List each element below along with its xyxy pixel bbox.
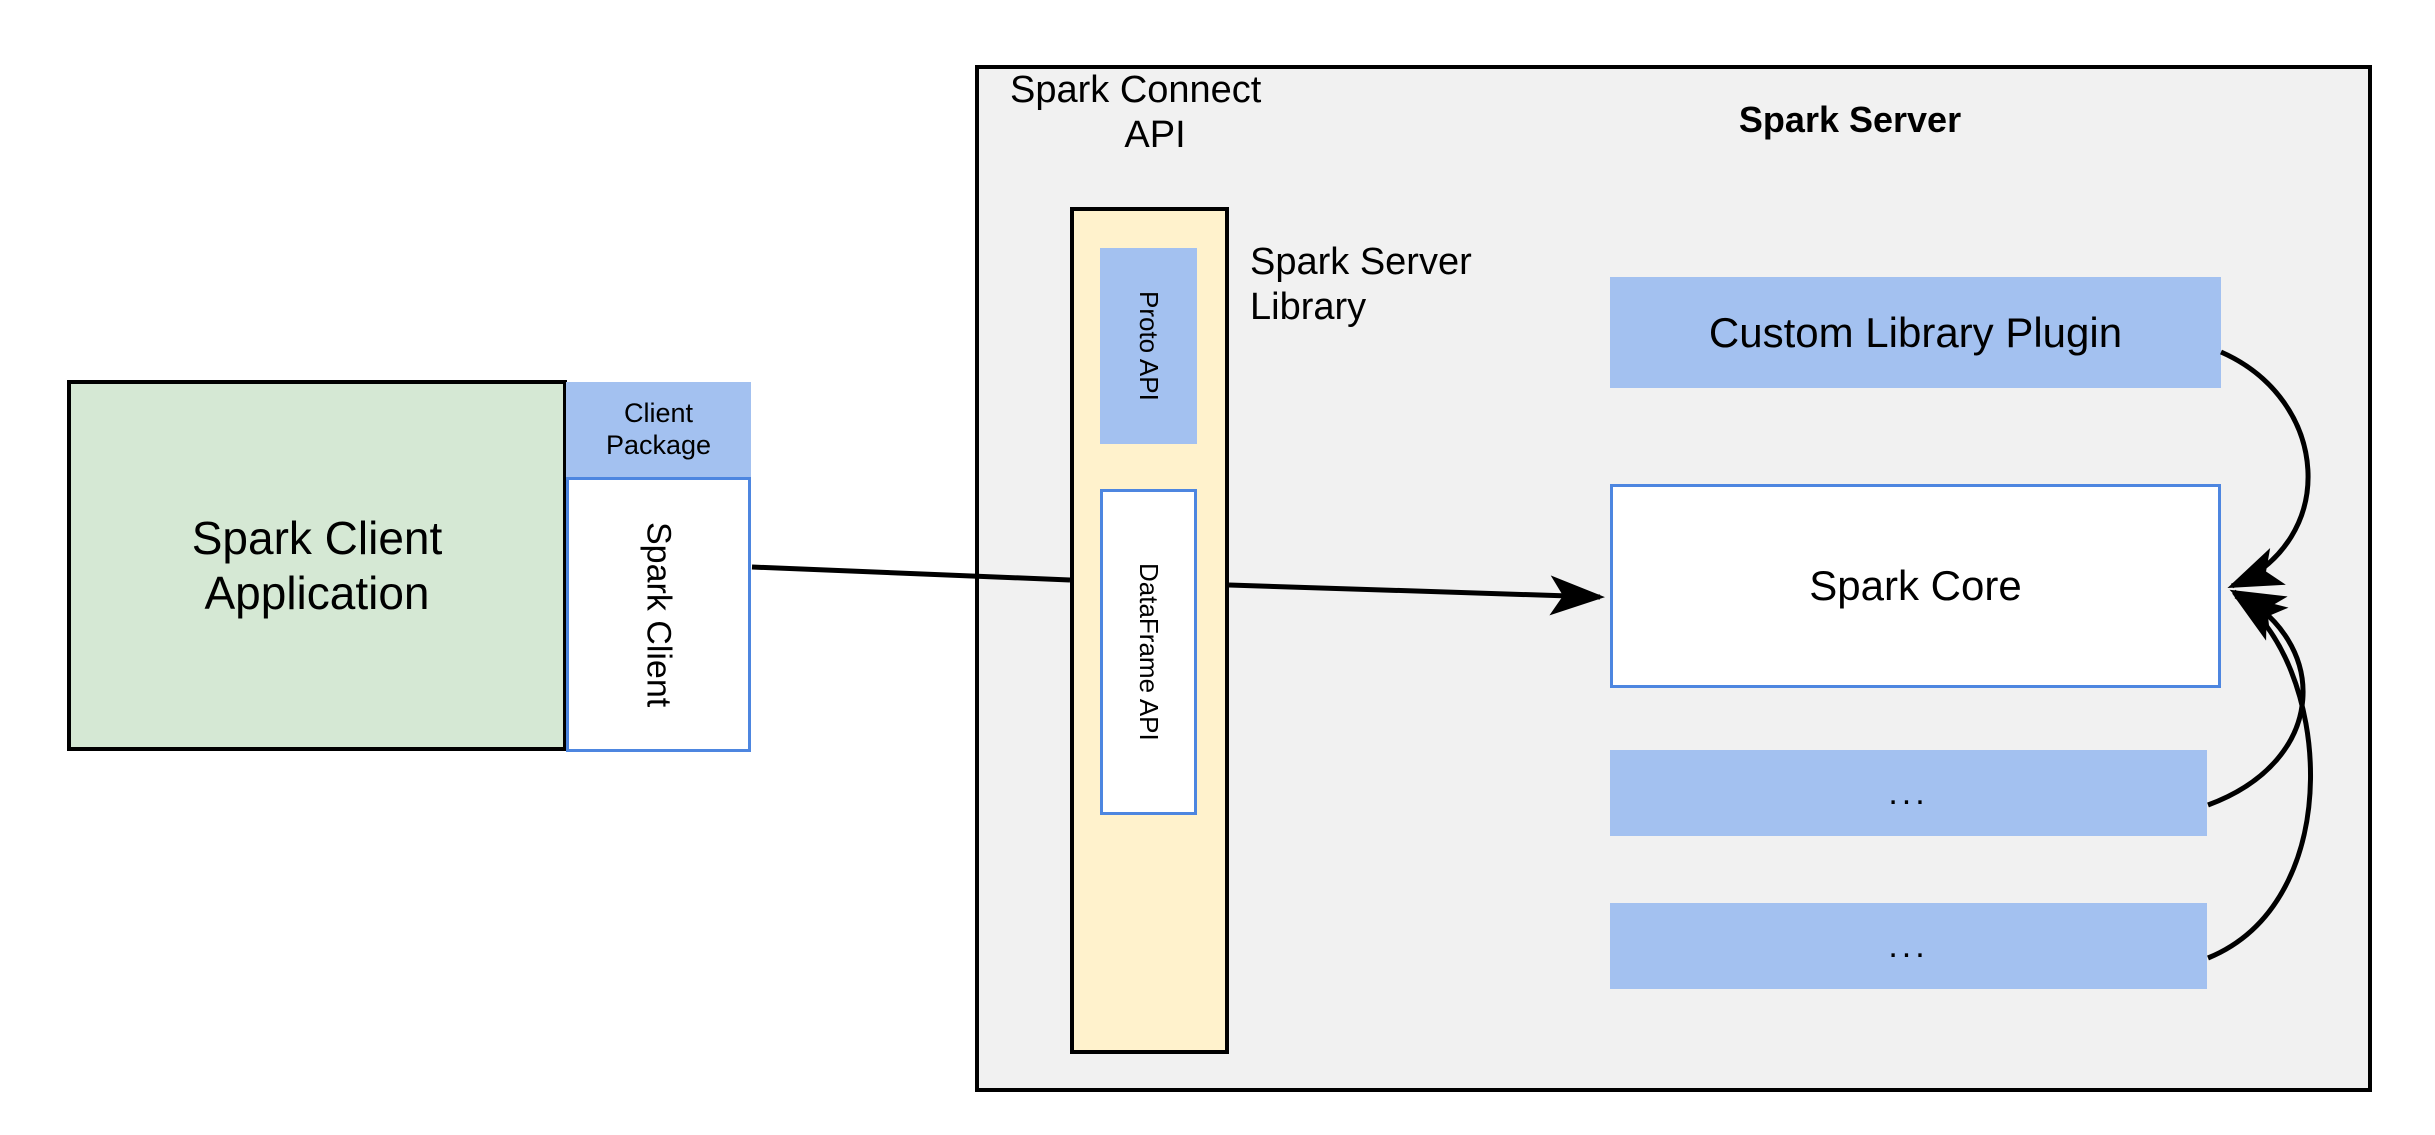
proto-api-box: Proto API: [1100, 248, 1197, 444]
ellipsis-box-2: ...: [1610, 903, 2207, 989]
ellipsis-box-1: ...: [1610, 750, 2207, 836]
proto-api-label: Proto API: [1133, 291, 1164, 401]
spark-client-application-line2: Application: [204, 566, 430, 619]
spark-connect-api-label-line1: Spark Connect: [1010, 69, 1262, 112]
spark-server-library-label-line2: Library: [1250, 286, 1367, 328]
client-package-box: Client Package: [566, 382, 751, 478]
spark-server-library-label: Spark Server Library: [1250, 240, 1540, 330]
dataframe-api-label: DataFrame API: [1133, 563, 1164, 741]
spark-core-box: Spark Core: [1610, 484, 2221, 688]
custom-library-plugin-box: Custom Library Plugin: [1610, 277, 2221, 388]
spark-client-application-line1: Spark Client: [191, 512, 443, 565]
dataframe-api-box: DataFrame API: [1100, 489, 1197, 815]
client-package-line1: Client: [623, 398, 693, 429]
spark-core-label: Spark Core: [1809, 562, 2022, 610]
spark-client-label: Spark Client: [639, 521, 678, 708]
ellipsis-box-1-label: ...: [1888, 773, 1929, 812]
spark-connect-api-label-line2: API: [1124, 114, 1186, 156]
custom-library-plugin-label: Custom Library Plugin: [1708, 308, 2123, 356]
spark-server-library-label-line1: Spark Server: [1250, 241, 1472, 284]
client-package-label: Client Package: [606, 398, 711, 462]
spark-client-application-label: Spark Client Application: [192, 511, 443, 620]
spark-server-title: Spark Server: [1738, 98, 1962, 140]
ellipsis-box-2-label: ...: [1888, 926, 1929, 965]
client-package-line2: Package: [605, 430, 712, 460]
spark-client-application-box: Spark Client Application: [67, 380, 567, 751]
spark-client-box: Spark Client: [566, 477, 751, 752]
spark-connect-api-label: Spark Connect API: [1010, 68, 1300, 158]
